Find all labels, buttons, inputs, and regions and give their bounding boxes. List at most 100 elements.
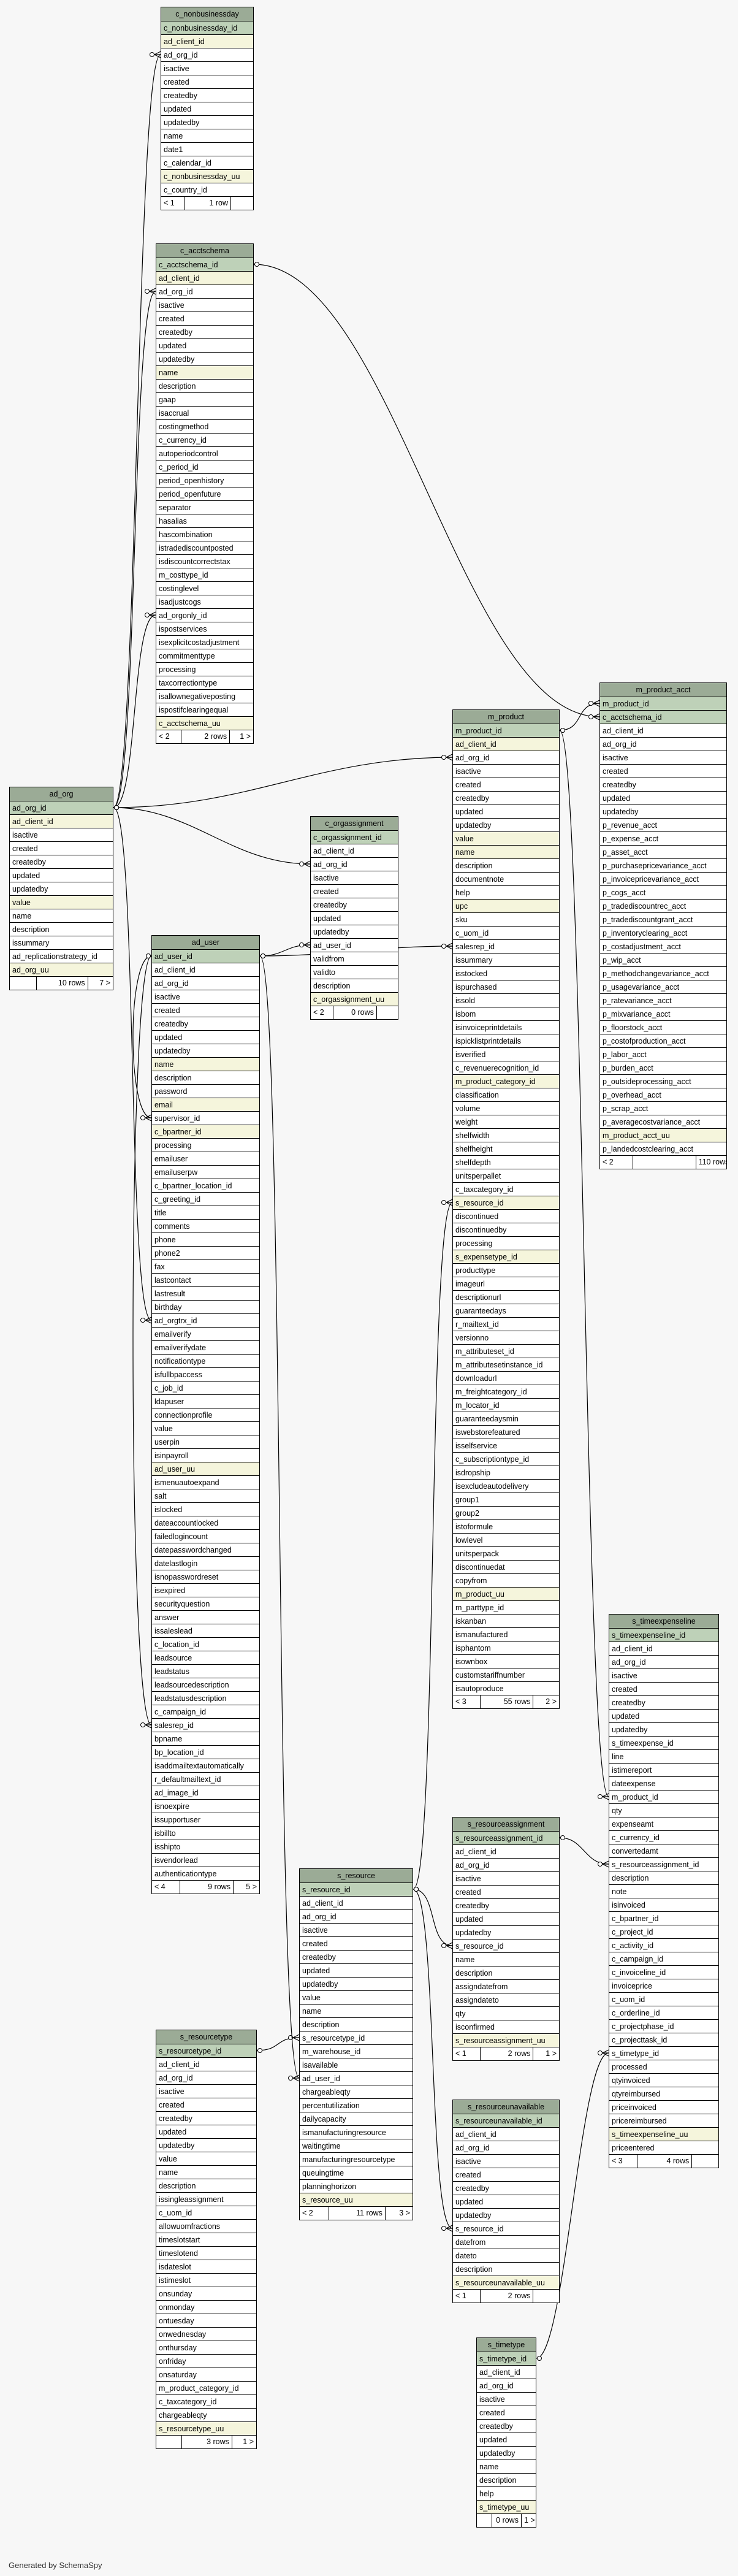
column-row[interactable]: updated (10, 869, 113, 882)
column-row[interactable]: c_uom_id (453, 927, 559, 940)
column-row[interactable]: c_greeting_id (152, 1193, 259, 1206)
column-row[interactable]: updated (453, 805, 559, 819)
column-row[interactable]: processing (152, 1139, 259, 1152)
column-row[interactable]: qty (609, 1804, 718, 1817)
column-row[interactable]: p_outsideprocessing_acct (600, 1075, 726, 1088)
column-row[interactable]: islocked (152, 1503, 259, 1516)
column-row[interactable]: volume (453, 1102, 559, 1115)
column-row[interactable]: p_scrap_acct (600, 1102, 726, 1115)
column-row[interactable]: isbillto (152, 1827, 259, 1840)
column-row[interactable]: ad_user_id (300, 2072, 413, 2085)
column-row[interactable]: ad_org_id (152, 977, 259, 990)
column-row[interactable]: chargeableqty (300, 2085, 413, 2099)
table-title[interactable]: m_product (453, 710, 559, 724)
column-row[interactable]: onthursday (156, 2341, 256, 2355)
column-row[interactable]: createdby (609, 1696, 718, 1710)
table-title[interactable]: s_resourcetype (156, 2030, 256, 2044)
column-row[interactable]: m_product_uu (453, 1588, 559, 1601)
column-row[interactable]: ad_client_id (300, 1897, 413, 1910)
column-row[interactable]: ad_org_id (609, 1656, 718, 1669)
column-row[interactable]: ad_client_id (10, 815, 113, 828)
column-row[interactable]: period_openhistory (156, 474, 253, 487)
column-row[interactable]: producttype (453, 1264, 559, 1277)
column-row[interactable]: datepasswordchanged (152, 1543, 259, 1557)
column-row[interactable]: name (152, 1058, 259, 1071)
column-row[interactable]: email (152, 1098, 259, 1112)
column-row[interactable]: c_currency_id (156, 434, 253, 447)
column-row[interactable]: createdby (311, 898, 398, 912)
column-row[interactable]: lastcontact (152, 1274, 259, 1287)
column-row[interactable]: description (609, 1871, 718, 1885)
column-row[interactable]: ispostservices (156, 622, 253, 636)
column-row[interactable]: leadsourcedescription (152, 1678, 259, 1692)
column-row[interactable]: updatedby (152, 1044, 259, 1058)
column-row[interactable]: created (300, 1937, 413, 1951)
column-row[interactable]: help (453, 886, 559, 900)
column-row[interactable]: emailuserpw (152, 1166, 259, 1179)
column-row[interactable]: bp_location_id (152, 1746, 259, 1759)
column-row[interactable]: p_burden_acct (600, 1061, 726, 1075)
column-row[interactable]: m_parttype_id (453, 1601, 559, 1615)
column-row[interactable]: imageurl (453, 1277, 559, 1291)
column-row[interactable]: isinpayroll (152, 1449, 259, 1462)
column-row[interactable]: c_period_id (156, 461, 253, 474)
column-row[interactable]: c_acctschema_id (600, 711, 726, 724)
column-row[interactable]: dailycapacity (300, 2112, 413, 2126)
column-row[interactable]: isactive (477, 2393, 536, 2406)
column-row[interactable]: c_bpartner_location_id (152, 1179, 259, 1193)
column-row[interactable]: created (311, 885, 398, 898)
column-row[interactable]: c_projectphase_id (609, 2020, 718, 2033)
column-row[interactable]: c_invoiceline_id (609, 1966, 718, 1979)
column-row[interactable]: issummary (10, 936, 113, 950)
column-row[interactable]: createdby (300, 1951, 413, 1964)
column-row[interactable]: isexpired (152, 1584, 259, 1597)
column-row[interactable]: downloadurl (453, 1372, 559, 1385)
column-row[interactable]: documentnote (453, 873, 559, 886)
column-row[interactable]: m_freightcategory_id (453, 1385, 559, 1399)
table-title[interactable]: s_resourceunavailable (453, 2100, 559, 2114)
column-row[interactable]: emailverifydate (152, 1341, 259, 1355)
column-row[interactable]: isadjustcogs (156, 595, 253, 609)
column-row[interactable]: date1 (161, 143, 253, 156)
column-row[interactable]: group1 (453, 1493, 559, 1507)
column-row[interactable]: timeslotstart (156, 2233, 256, 2247)
column-row[interactable]: planninghorizon (300, 2180, 413, 2193)
column-row[interactable]: ad_client_id (453, 738, 559, 751)
column-row[interactable]: c_calendar_id (161, 156, 253, 170)
column-row[interactable]: c_acctschema_id (156, 258, 253, 272)
column-row[interactable]: hascombination (156, 528, 253, 541)
column-row[interactable]: group2 (453, 1507, 559, 1520)
column-row[interactable]: m_attributesetinstance_id (453, 1358, 559, 1372)
column-row[interactable]: r_defaultmailtext_id (152, 1773, 259, 1786)
column-row[interactable]: isactive (10, 828, 113, 842)
column-row[interactable]: created (453, 1886, 559, 1899)
table-title[interactable]: s_timetype (477, 2338, 536, 2352)
column-row[interactable]: updatedby (10, 882, 113, 896)
column-row[interactable]: updatedby (311, 925, 398, 939)
column-row[interactable]: c_taxcategory_id (156, 2395, 256, 2409)
column-row[interactable]: chargeableqty (156, 2409, 256, 2422)
column-row[interactable]: p_costofproduction_acct (600, 1034, 726, 1048)
column-row[interactable]: updated (161, 102, 253, 116)
column-row[interactable]: p_methodchangevariance_acct (600, 967, 726, 980)
column-row[interactable]: s_timeexpenseline_uu (609, 2128, 718, 2141)
column-row[interactable]: issaleslead (152, 1624, 259, 1638)
column-row[interactable]: p_labor_acct (600, 1048, 726, 1061)
column-row[interactable]: m_product_category_id (156, 2382, 256, 2395)
column-row[interactable]: c_currency_id (609, 1831, 718, 1844)
table-title[interactable]: c_acctschema (156, 244, 253, 258)
table-title[interactable]: c_orgassignment (311, 817, 398, 831)
column-row[interactable]: isactive (161, 62, 253, 75)
column-row[interactable]: c_project_id (609, 1925, 718, 1939)
column-row[interactable]: discontinuedat (453, 1561, 559, 1574)
column-row[interactable]: p_invoicepricevariance_acct (600, 873, 726, 886)
column-row[interactable]: m_product_id (609, 1791, 718, 1804)
column-row[interactable]: s_timetype_id (609, 2047, 718, 2060)
column-row[interactable]: updated (609, 1710, 718, 1723)
column-row[interactable]: authenticationtype (152, 1867, 259, 1881)
column-row[interactable]: priceentered (609, 2141, 718, 2155)
